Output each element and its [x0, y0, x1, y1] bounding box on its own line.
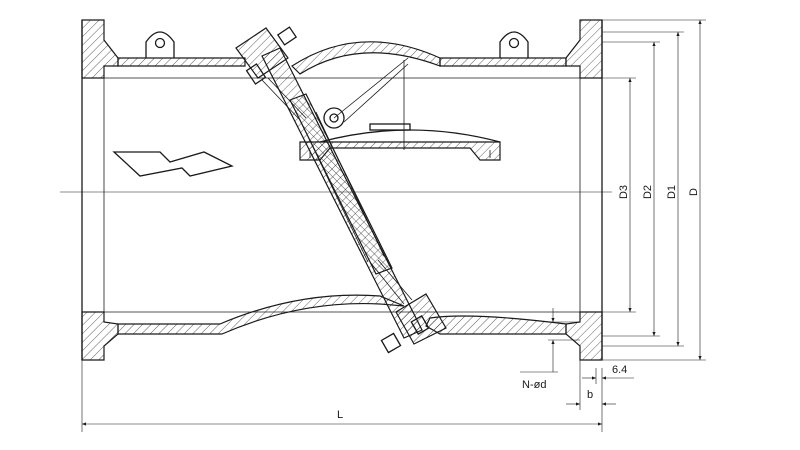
dimension-d3: D3 [602, 77, 636, 313]
dimension-d1: D1 [602, 31, 684, 347]
lower-body-wall [104, 294, 580, 335]
top-bolt-assembly [235, 26, 307, 121]
label-d2: D2 [642, 185, 654, 199]
lifting-lug-right [499, 31, 529, 58]
dimension-bolt-hole: N-ød [520, 308, 580, 391]
label-d3: D3 [618, 185, 630, 199]
upper-body-wall [104, 41, 580, 79]
left-flange [81, 19, 119, 361]
label-d1: D1 [666, 185, 678, 199]
dimension-offset: 6.4 [582, 364, 634, 384]
hinge-arm [323, 57, 411, 150]
inclined-seat [261, 47, 423, 339]
flow-arrow [112, 151, 234, 177]
dimension-length: L [81, 360, 603, 432]
upper-disc-plate [299, 129, 501, 161]
label-length: L [337, 409, 343, 421]
label-offset: 6.4 [612, 364, 627, 376]
dimension-d: D [602, 19, 706, 361]
lifting-lug-left [145, 31, 175, 58]
dimension-d2: D2 [602, 41, 660, 337]
label-thickness: b [587, 389, 593, 401]
label-d: D [688, 188, 700, 196]
bottom-bolt-assembly [369, 259, 447, 354]
dimension-thickness: b [566, 360, 616, 410]
label-bolt-holes: N-ød [522, 379, 546, 391]
right-flange [565, 19, 603, 361]
